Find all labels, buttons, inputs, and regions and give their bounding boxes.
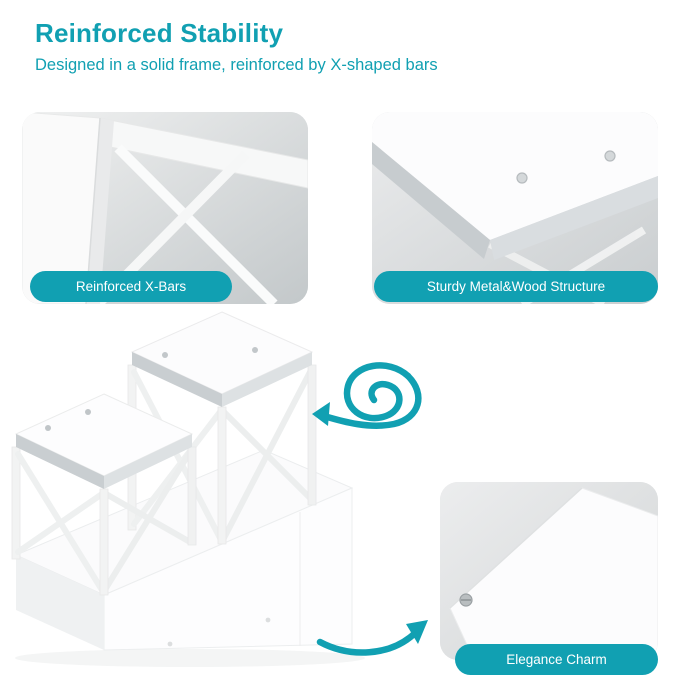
callout-label-elegance: Elegance Charm [455,644,658,675]
elegance-photo [440,482,658,660]
page-title: Reinforced Stability [35,18,284,48]
xbars-photo [22,112,308,304]
page-subtitle: Designed in a solid frame, reinforced by… [35,56,438,74]
callout-card-xbars [22,112,308,304]
callout-card-elegance [440,482,658,660]
curved-arrow-icon [316,620,428,656]
callout-label-xbars: Reinforced X-Bars [30,271,232,302]
swirl-arrow-icon [312,362,422,429]
product-photo [11,311,365,667]
callout-label-structure: Sturdy Metal&Wood Structure [374,271,658,302]
header: Reinforced Stability Designed in a solid… [35,18,645,75]
